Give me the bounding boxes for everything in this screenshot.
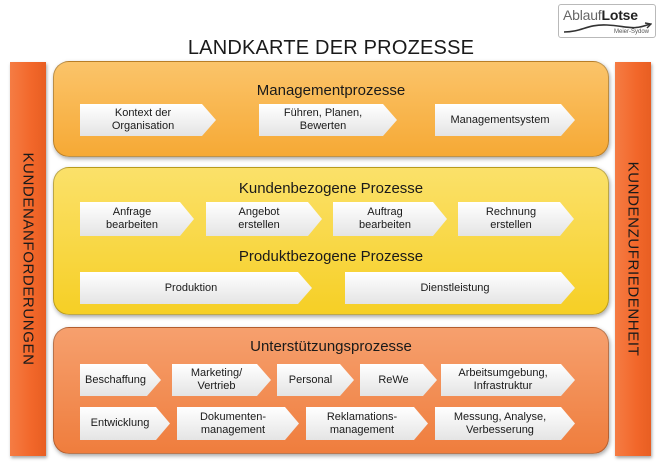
process-personal: Personal: [277, 364, 354, 396]
kundenanforderungen-bar: KUNDENANFORDERUNGEN: [10, 62, 46, 456]
process-dokumentenmanagement: Dokumenten- management: [177, 407, 299, 440]
process-rewe: ReWe: [360, 364, 437, 396]
page-title: LANDKARTE DER PROZESSE: [187, 37, 475, 59]
logo-swoosh-icon: [563, 22, 652, 33]
logo-wordmark: AblaufLotse: [563, 7, 638, 23]
process-messung-analyse-verbesserung: Messung, Analyse, Verbesserung: [435, 407, 575, 440]
kundenbezogene-title: Kundenbezogene Prozesse: [238, 180, 424, 197]
kundenzufriedenheit-bar: KUNDENZUFRIEDENHEIT: [615, 62, 651, 456]
kundenanforderungen-label: KUNDENANFORDERUNGEN: [19, 152, 37, 366]
process-arbeitsumgebung-infrastruktur: Arbeitsumgebung, Infrastruktur: [441, 364, 575, 396]
logo-subtitle: Meier-Sydow: [613, 29, 649, 35]
kundenzufriedenheit-label: KUNDENZUFRIEDENHEIT: [624, 161, 642, 357]
process-entwicklung: Entwicklung: [80, 407, 170, 440]
process-dienstleistung: Dienstleistung: [345, 272, 575, 304]
process-produktion: Produktion: [80, 272, 312, 304]
ablauflotse-logo: AblaufLotse Meier-Sydow: [558, 4, 656, 38]
process-reklamationsmanagement: Reklamations- management: [306, 407, 428, 440]
process-beschaffung: Beschaffung: [80, 364, 161, 396]
process-auftrag-bearbeiten: Auftrag bearbeiten: [333, 202, 447, 236]
management-title: Managementprozesse: [256, 82, 406, 99]
process-marketing-vertrieb: Marketing/ Vertrieb: [172, 364, 271, 396]
unterstuetzungs-title: Unterstützungsprozesse: [250, 338, 412, 355]
produktbezogene-title: Produktbezogene Prozesse: [238, 248, 424, 265]
process-kontext-der-organisation: Kontext der Organisation: [80, 104, 216, 136]
process-rechnung-erstellen: Rechnung erstellen: [458, 202, 574, 236]
process-anfrage-bearbeiten: Anfrage bearbeiten: [80, 202, 194, 236]
process-angebot-erstellen: Angebot erstellen: [206, 202, 322, 236]
process-fuehren-planen-bewerten: Führen, Planen, Bewerten: [259, 104, 397, 136]
process-managementsystem: Managementsystem: [435, 104, 575, 136]
